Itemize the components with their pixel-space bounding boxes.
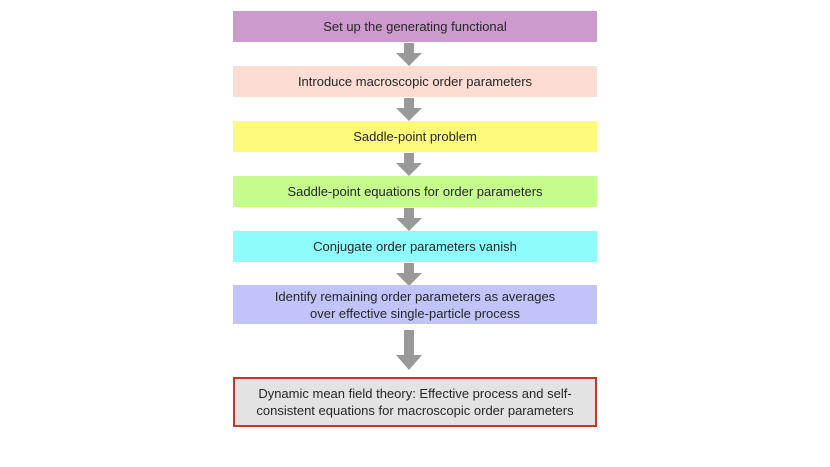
step-label: Saddle-point problem (353, 129, 477, 144)
step-label: Set up the generating functional (323, 19, 507, 34)
step-label-line-1: Dynamic mean field theory: Effective pro… (258, 386, 572, 401)
step-label: Conjugate order parameters vanish (313, 239, 517, 254)
step-introduce-order-parameters: Introduce macroscopic order parameters (233, 66, 597, 97)
step-identify-remaining-parameters: Identify remaining order parameters as a… (233, 285, 597, 324)
down-arrow-1 (396, 43, 422, 66)
down-arrow-4 (396, 208, 422, 231)
step-label: Introduce macroscopic order parameters (297, 74, 533, 89)
step-label: Saddle-point equations for order paramet… (287, 184, 543, 199)
step-label-line-2: consistent equations for macroscopic ord… (256, 403, 574, 418)
step-setup-generating-functional: Set up the generating functional (233, 11, 597, 42)
down-arrow-3 (396, 153, 422, 176)
step-dynamic-mean-field-theory: Dynamic mean field theory: Effective pro… (233, 377, 597, 427)
step-saddle-point-problem: Saddle-point problem (233, 121, 597, 152)
step-conjugate-parameters-vanish: Conjugate order parameters vanish (233, 231, 597, 262)
down-arrow-2 (396, 98, 422, 121)
step-label-line-2: over effective single-particle process (309, 305, 521, 321)
step-label-line-1: Identify remaining order parameters as a… (274, 288, 556, 304)
step-saddle-point-equations: Saddle-point equations for order paramet… (233, 176, 597, 207)
down-arrow-final (396, 330, 422, 370)
down-arrow-5 (396, 263, 422, 286)
